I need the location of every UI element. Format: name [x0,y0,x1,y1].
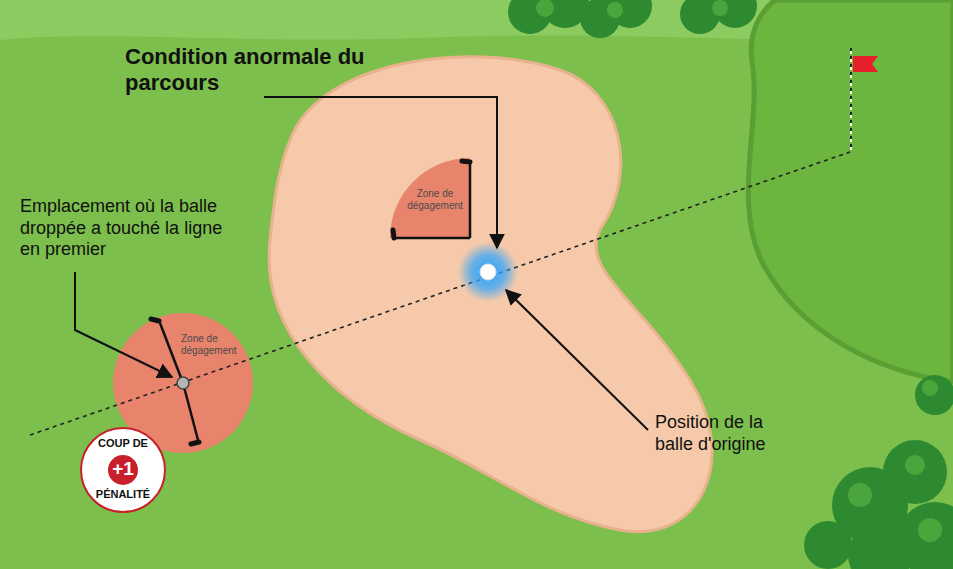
ball-glow [458,242,518,302]
trees-right [804,375,953,569]
club-head [191,442,199,444]
putting-green [748,0,953,382]
node-text: PÉNALITÉ [88,488,158,501]
club-shaft [160,323,183,383]
node-text: Zone de dégagement [181,333,247,356]
leader-line [264,97,497,248]
relief-area [390,158,470,238]
node-text: +1 [108,458,138,480]
club-head [462,161,470,162]
leader-line [506,290,648,430]
club-shaft [469,164,472,238]
relief-sector: Zone de dégagement [390,158,470,238]
bunker [269,57,712,532]
trees-top-light [536,0,728,18]
node-text: Zone de dégagement [404,188,466,211]
badge-center [108,455,138,485]
flag-pole-light [850,48,852,152]
callout-text: Position de la balle d'origine [655,412,805,455]
callout-title: Condition anormale du parcours [125,44,395,97]
club-shaft [396,237,470,240]
golf-ball [480,264,496,280]
club-shaft [183,383,198,440]
flag [853,56,878,72]
trees-top [508,0,757,38]
club-head [393,230,394,238]
badge-disc [81,428,165,512]
penalty-badge: COUP DE +1PÉNALITÉ [80,427,166,513]
trees-right-light [848,380,942,542]
club-head [151,319,159,321]
flag-pole [850,48,852,152]
callout-text: Emplacement où la balle droppée a touché… [20,196,240,261]
node-text: COUP DE [88,437,158,450]
